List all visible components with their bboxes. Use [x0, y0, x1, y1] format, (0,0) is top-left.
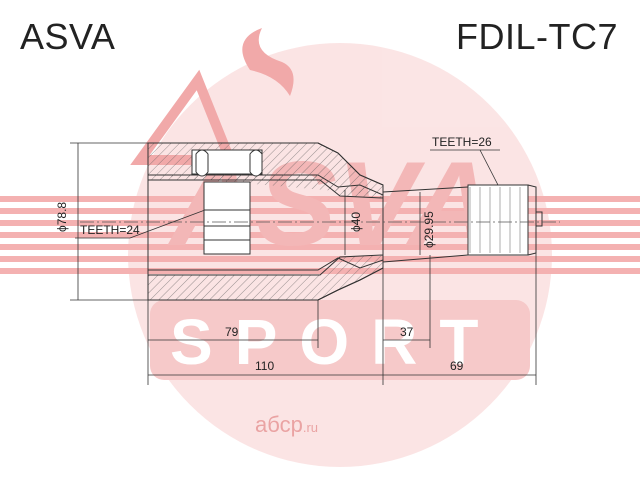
watermark-sport-text: SPORT [170, 306, 500, 378]
part-number: FDIL-TC7 [455, 16, 618, 57]
teeth-26-label: TEETH=26 [432, 135, 492, 149]
tripod-spider [191, 149, 263, 255]
teeth-24-label: TEETH=24 [80, 223, 140, 237]
diameter-78-8-label: ϕ78.8 [55, 202, 69, 232]
length-110-label: 110 [255, 359, 274, 373]
brand-title: ASVA [20, 16, 116, 57]
diameter-40-label: ϕ40 [349, 212, 363, 232]
output-shaft [382, 184, 543, 263]
asva-watermark-logo: ASVA SPORT абср.ru [0, 28, 640, 467]
diameter-29-95-label: ϕ29.95 [422, 211, 436, 248]
length-79-label: 79 [225, 325, 239, 339]
watermark-site-text: абср.ru [255, 412, 318, 437]
dimension-lines [70, 142, 537, 385]
length-69-label: 69 [450, 359, 464, 373]
length-37-label: 37 [400, 325, 414, 339]
